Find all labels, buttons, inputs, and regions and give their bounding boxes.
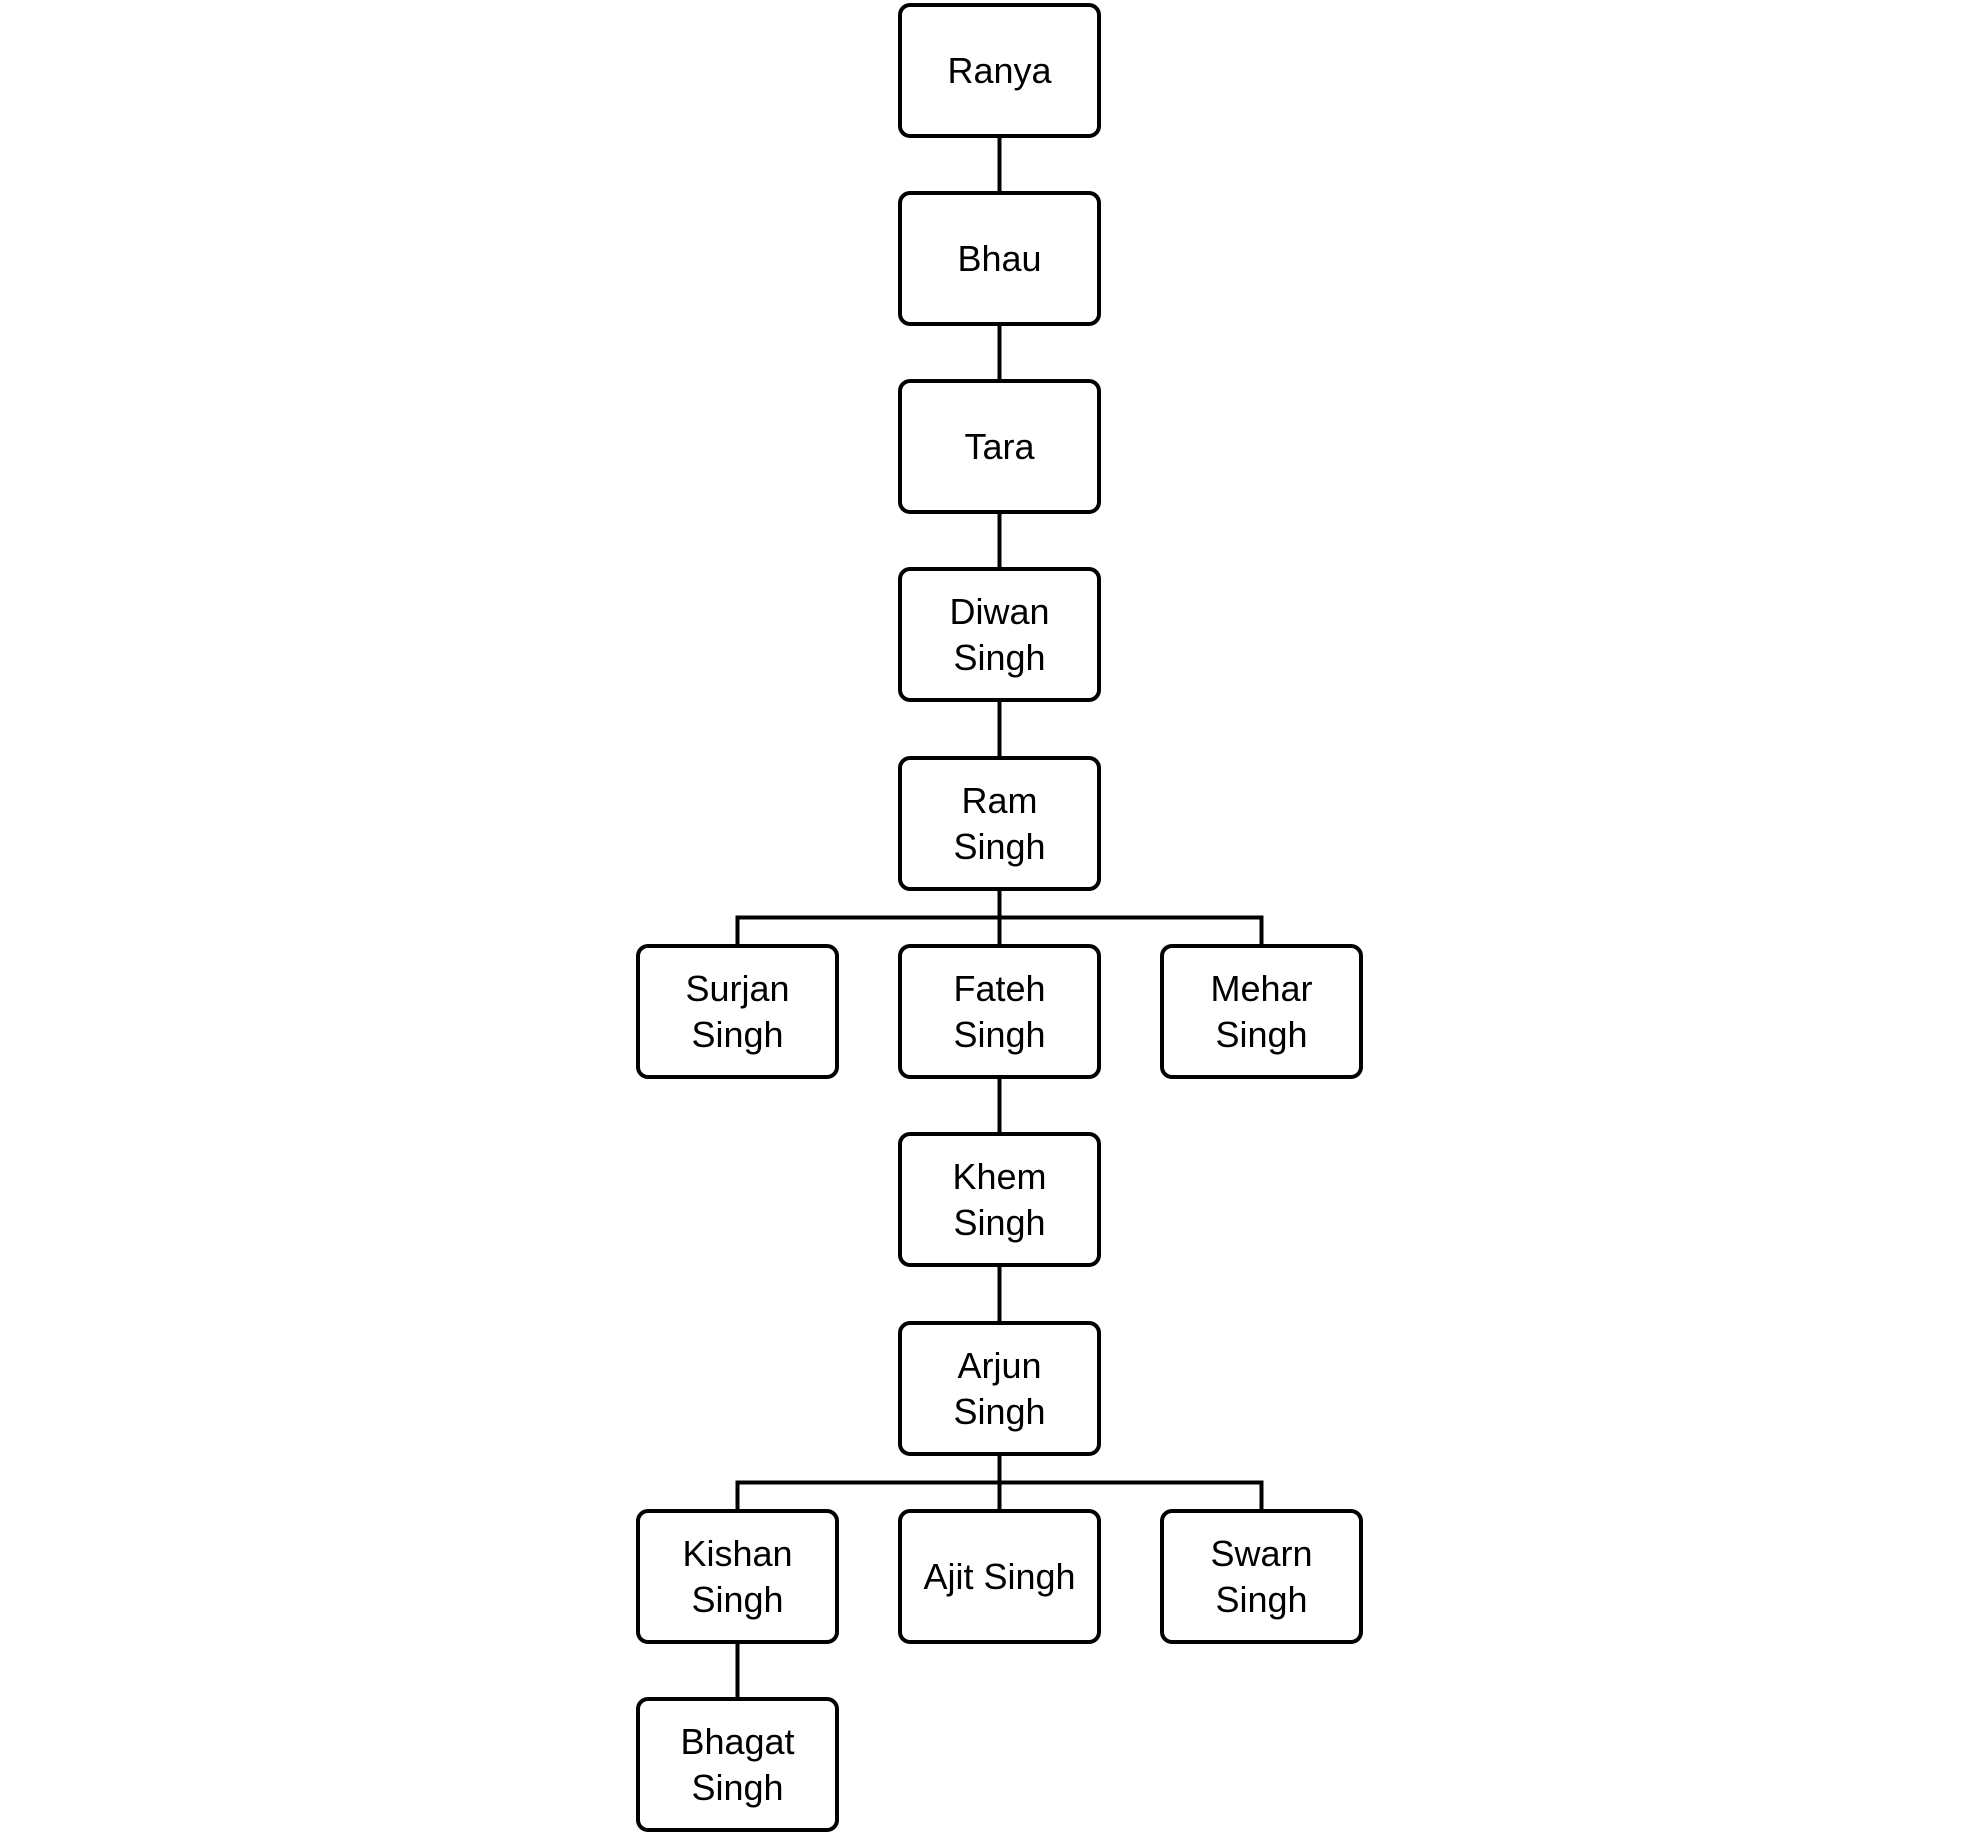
- node-ajit: Ajit Singh: [898, 1509, 1101, 1644]
- node-tara: Tara: [898, 379, 1101, 514]
- node-label: Bhau: [957, 236, 1041, 282]
- node-label-line: Kishan: [682, 1532, 793, 1574]
- node-label-line: Singh: [1215, 1013, 1308, 1055]
- node-label-line: Singh: [1215, 1578, 1308, 1620]
- node-label-line: Bhagat: [680, 1720, 795, 1762]
- node-label-line: Fateh: [953, 967, 1046, 1009]
- node-label-line: Singh: [953, 1201, 1046, 1243]
- node-label-line: Singh: [953, 825, 1046, 867]
- node-label: Ajit Singh: [923, 1554, 1075, 1600]
- node-label-line: Arjun: [957, 1344, 1042, 1386]
- node-label: Tara: [964, 424, 1034, 470]
- node-label-line: Singh: [691, 1766, 784, 1808]
- node-label-line: Singh: [953, 1390, 1046, 1432]
- node-label-line: Singh: [691, 1013, 784, 1055]
- node-label-line: Singh: [953, 636, 1046, 678]
- node-label-line: Ajit Singh: [923, 1555, 1076, 1597]
- node-label-line: Mehar: [1210, 967, 1313, 1009]
- node-label-line: Ram: [961, 779, 1038, 821]
- node-label-line: Ranya: [947, 49, 1052, 91]
- node-bhau: Bhau: [898, 191, 1101, 326]
- node-label-line: Surjan: [685, 967, 790, 1009]
- node-label-line: Diwan: [949, 590, 1050, 632]
- node-label-line: Swarn: [1210, 1532, 1313, 1574]
- node-label: Ranya: [947, 48, 1051, 94]
- node-label-line: Bhau: [957, 237, 1042, 279]
- node-label-line: Khem: [952, 1155, 1047, 1197]
- node-ranya: Ranya: [898, 3, 1101, 138]
- node-label-line: Tara: [964, 425, 1035, 467]
- node-label-line: Singh: [953, 1013, 1046, 1055]
- node-label-line: Singh: [691, 1578, 784, 1620]
